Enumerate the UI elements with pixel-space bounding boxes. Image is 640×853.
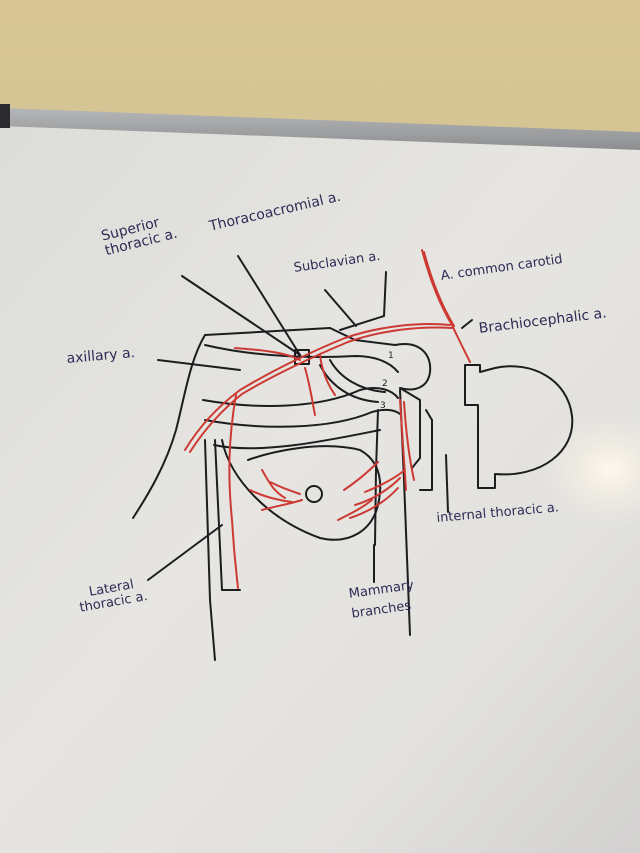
sternum-body xyxy=(399,387,421,469)
internal-thoracic-artery xyxy=(399,399,407,491)
rib-3 xyxy=(204,408,401,428)
rib-1 xyxy=(204,344,399,373)
rib-2 xyxy=(202,387,399,407)
breast-outline xyxy=(221,439,382,541)
pointer-brachiocephalic xyxy=(461,319,473,329)
whiteboard-frame xyxy=(0,108,640,150)
clavicle xyxy=(204,327,396,346)
common-carotid-artery xyxy=(421,249,471,363)
rib-number-3: 3 xyxy=(380,401,386,411)
rib-number-1: 1 xyxy=(388,351,394,361)
heart-outline xyxy=(464,364,574,489)
arm-outline xyxy=(132,334,206,519)
frame-corner xyxy=(0,104,10,128)
black-ink-drawing xyxy=(132,255,574,661)
subclavian-artery xyxy=(184,323,451,451)
light-glare xyxy=(540,410,640,530)
sternal-line xyxy=(374,409,379,546)
pointer-internal-thoracic xyxy=(445,454,449,513)
sternum xyxy=(394,343,432,391)
pointer-superior-thoracic xyxy=(181,275,301,356)
red-ink-arteries xyxy=(184,249,471,589)
chest-wall-left xyxy=(204,439,216,661)
rib-number-2: 2 xyxy=(382,379,388,389)
pointer-thoracoacromial xyxy=(237,255,301,356)
pointer-lateral-thoracic xyxy=(147,524,223,581)
pointer-subclavian xyxy=(324,289,357,327)
chest-wall-line xyxy=(214,439,241,591)
lateral-thoracic-artery xyxy=(228,394,239,589)
mammary-branches xyxy=(249,469,303,511)
rib-4 xyxy=(213,429,381,450)
whiteboard-surface xyxy=(0,120,640,853)
nipple xyxy=(305,485,323,503)
pointer-axillary xyxy=(157,359,241,371)
